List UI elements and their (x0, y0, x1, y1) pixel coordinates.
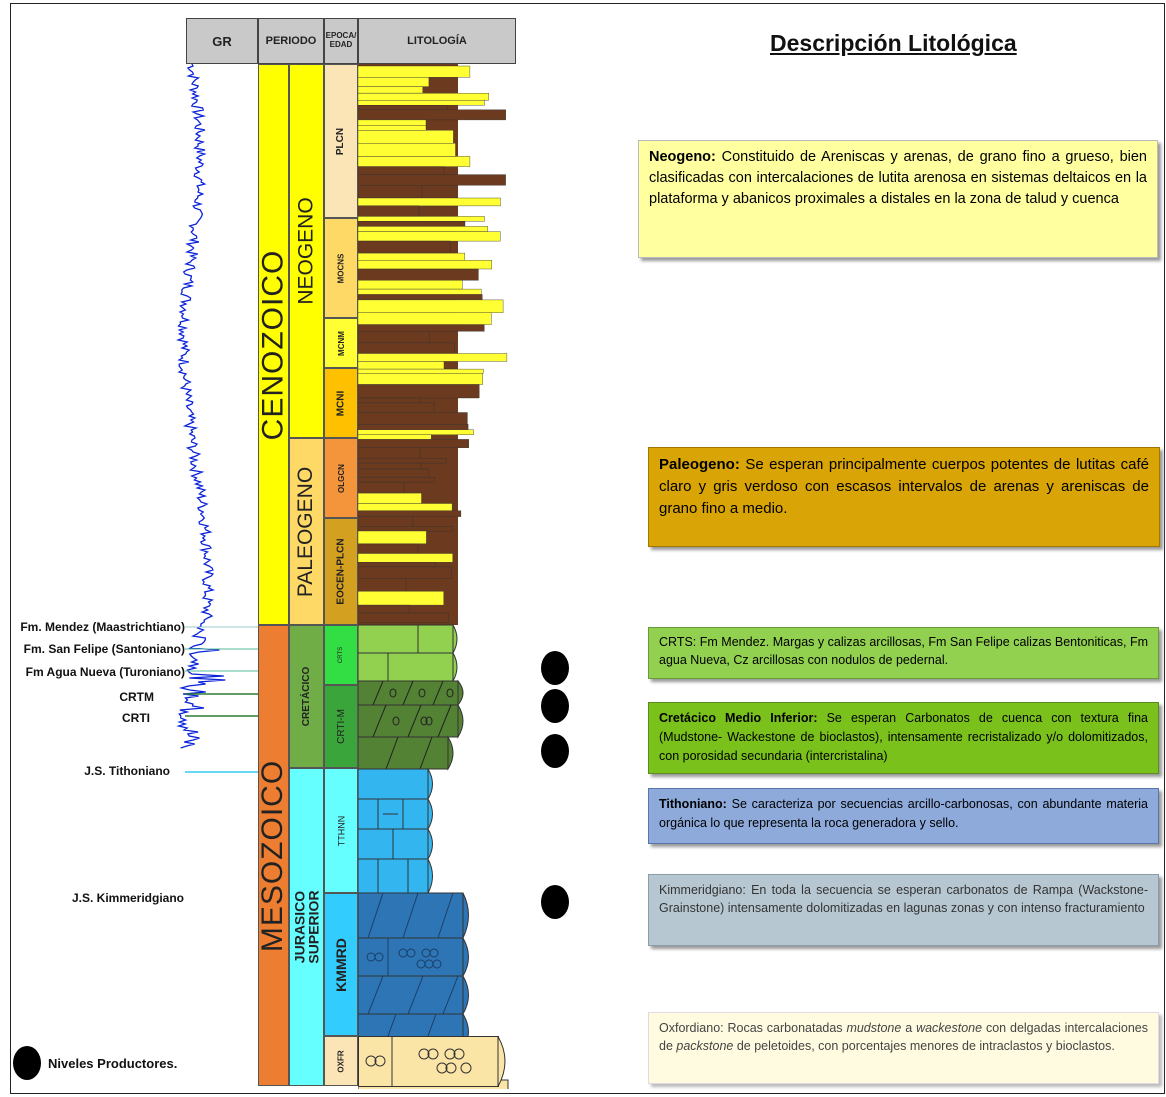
lith-crts (358, 623, 458, 683)
desc-paleogeno-text: Se esperan principalmente cuerpos potent… (659, 456, 1149, 517)
desc-oxf-p2: a (901, 1021, 917, 1035)
cenozoic-lithology (358, 64, 508, 625)
lith-kimmeridgian (358, 892, 469, 1082)
epoch-mocns: MOCNS (324, 218, 358, 318)
epoch-mcnm: MCNM (324, 318, 358, 368)
desc-oxf-i1: mudstone (846, 1021, 902, 1035)
period-paleogeno: PALEOGENO (289, 438, 324, 625)
desc-kimmeridgiano-text: Kimmeridgiano: En toda la secuencia se e… (659, 883, 1148, 916)
header-periodo: PERIODO (258, 18, 324, 64)
header-gr: GR (186, 18, 258, 64)
desc-crts: CRTS: Fm Mendez. Margas y calizas arcill… (648, 627, 1159, 679)
desc-kimmeridgiano: Kimmeridgiano: En toda la secuencia se e… (648, 874, 1159, 946)
label-fm-mendez: Fm. Mendez (Maastrichtiano) (20, 620, 185, 634)
figure-frame (10, 3, 1165, 1094)
desc-tithoniano-bold: Tithoniano: (659, 797, 727, 811)
productive-level-dot (541, 885, 569, 919)
epoch-eocen-plcn: EOCEN-PLCN (324, 518, 358, 625)
lith-crti-m (358, 679, 464, 771)
label-fm-san-felipe: Fm. San Felipe (Santoniano) (23, 642, 185, 656)
legend-label: Niveles Productores. (48, 1056, 178, 1071)
epoch-kmmrd: KMMRD (324, 893, 358, 1036)
lith-oxfordian-box (358, 1036, 506, 1087)
label-js-kimmeridgiano: J.S. Kimmeridgiano (71, 891, 184, 905)
desc-oxf-p1: Oxfordiano: Rocas carbonatadas (659, 1021, 847, 1035)
desc-oxf-i3: packstone (676, 1039, 734, 1054)
productive-level-dot (541, 689, 569, 723)
label-crti: CRTI (122, 711, 150, 725)
productive-level-dot (541, 651, 569, 685)
desc-oxfordiano: Oxfordiano: Rocas carbonatadas mudstone … (648, 1012, 1159, 1084)
period-jurasico-superior: JURASICO SUPERIOR (289, 768, 324, 1086)
lith-tithonian (358, 767, 433, 894)
desc-neogeno-text: Constituido de Areniscas y arenas, de gr… (649, 149, 1147, 208)
desc-cretacico-text: Se esperan Carbonatos de cuenca con text… (659, 711, 1148, 763)
description-title: Descripción Litológica (770, 30, 1017, 56)
desc-tithoniano: Tithoniano: Se caracteriza por secuencia… (648, 788, 1159, 844)
desc-tithoniano-text: Se caracteriza por secuencias arcillo-ca… (659, 797, 1148, 830)
desc-cretacico-bold: Cretácico Medio Inferior: (659, 711, 818, 725)
tithonian-top-line (185, 771, 260, 773)
formation-top-lines (185, 626, 260, 717)
lithology-column (358, 64, 509, 1089)
productive-level-dot (541, 734, 569, 768)
gamma-ray-log (176, 64, 226, 749)
era-mesozoico-tall: MESOZOICO (258, 625, 289, 1086)
era-cenozoico: CENOZOICO (258, 64, 289, 625)
desc-oxf-p4: de peletoides, con porcentajes menores d… (733, 1039, 1115, 1054)
epoch-crti-m: CRTI-M (324, 685, 358, 768)
epoch-crts: CRTS (324, 625, 358, 685)
desc-neogeno: Neogeno: Constituido de Areniscas y aren… (638, 140, 1158, 258)
label-fm-agua-nueva: Fm Agua Nueva (Turoniano) (25, 665, 185, 679)
gamma-ray-curve (176, 64, 226, 749)
desc-oxf-i2: wackestone (916, 1021, 983, 1035)
desc-cretacico: Cretácico Medio Inferior: Se esperan Car… (648, 702, 1159, 774)
epoch-mcni: MCNI (324, 368, 358, 438)
desc-paleogeno-bold: Paleogeno: (659, 456, 740, 473)
mesozoic-lithology (358, 623, 509, 1089)
desc-neogeno-bold: Neogeno: (649, 149, 716, 165)
desc-paleogeno: Paleogeno: Se esperan principalmente cue… (648, 447, 1160, 547)
legend-dot (13, 1046, 41, 1080)
epoch-oxfr: OXFR (324, 1036, 358, 1086)
period-cretacico: CRETÁCICO (289, 625, 324, 768)
label-js-tithoniano: J.S. Tithoniano (84, 764, 170, 778)
header-litologia: LITOLOGÍA (358, 18, 516, 64)
epoch-plcn: PLCN (324, 64, 358, 218)
epoch-tthnn: TTHNN (324, 768, 358, 893)
desc-oxf-p3: con delgadas intercalaciones de (659, 1021, 1148, 1054)
header-epoca: EPOCA/ EDAD (324, 18, 358, 64)
period-neogeno: NEOGENO (289, 64, 324, 438)
label-crtm: CRTM (119, 690, 154, 704)
desc-crts-text: CRTS: Fm Mendez. Margas y calizas arcill… (659, 635, 1148, 667)
epoch-olgcn: OLGCN (324, 438, 358, 518)
